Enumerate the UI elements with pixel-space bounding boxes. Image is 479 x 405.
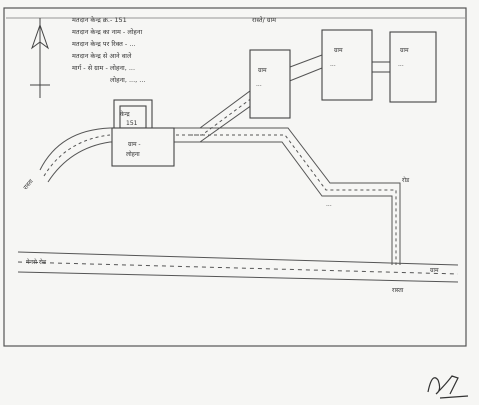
right-box-line2: ... [398, 61, 404, 68]
village-lohna-line2: लोहना [126, 150, 140, 158]
right-box [389, 31, 437, 103]
road-left-top-edge [39, 127, 118, 171]
roads [17, 54, 459, 283]
village-lohna-line1: ग्राम - [128, 141, 141, 148]
center-box-1-line2: ... [256, 81, 262, 88]
header-line-5: मार्ग - से ग्राम - लोहना, ... [72, 64, 135, 72]
center-box-2 [321, 29, 373, 101]
center-box-2-line2: ... [330, 61, 336, 68]
booth-number: 151 [126, 120, 138, 127]
right-box-line1: ग्राम [400, 47, 409, 54]
north-arrow-icon [30, 18, 50, 98]
left-road-label: रास्ता [22, 178, 35, 192]
outer-border [3, 7, 467, 347]
bottom-right-label: ग्राम [430, 267, 439, 274]
bottom-right-road-label: रास्ता [392, 287, 404, 294]
header-line-6: लोहना, ..., ... [110, 76, 146, 84]
center-box-1-line1: ग्राम [258, 67, 267, 74]
top-right-label: रास्ते/ ग्राम [252, 16, 276, 24]
header-line-4: मतदान केन्द्र से आने वाले [72, 52, 132, 60]
road-left-bottom-edge [47, 141, 118, 183]
header-line-1: मतदान केन्द्र क्र.- 151 [72, 16, 127, 24]
header-line-2: मतदान केन्द्र का नाम - लोहना [72, 28, 142, 36]
header-line-3: मतदान केन्द्र पर रिक्त - ... [72, 40, 136, 48]
road-left-center [43, 134, 111, 177]
signature-mark [427, 375, 469, 399]
village-lohna-box [111, 127, 175, 167]
mid-right-label: ... [326, 201, 332, 208]
right-road-label: रोड [402, 176, 410, 184]
center-box-2-line1: ग्राम [334, 47, 343, 54]
booth-label: केन्द्र [120, 110, 130, 118]
center-box-1 [249, 49, 291, 119]
bottom-left-road-label: मेनरो रोड [26, 258, 47, 266]
